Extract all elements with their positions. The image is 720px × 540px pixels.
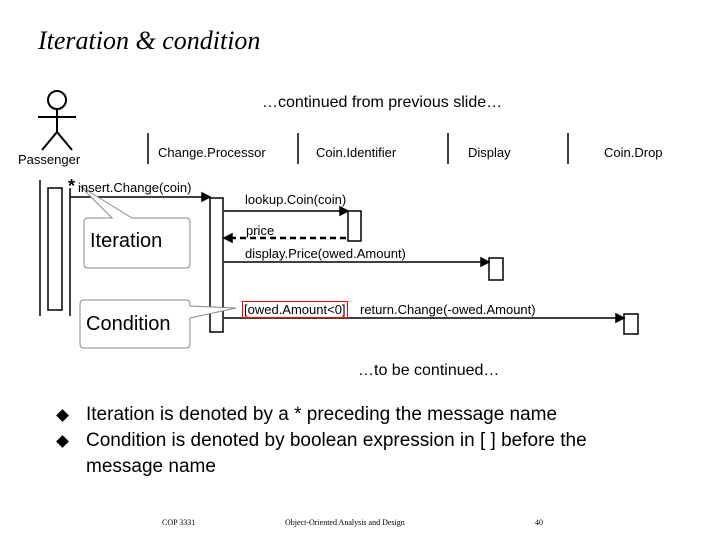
coin-identifier-label: Coin.Identifier: [316, 145, 397, 160]
coin-drop-activation-bar: [623, 313, 639, 335]
return-change-arrowhead-icon: [615, 312, 626, 324]
passenger-actor-label: Passenger: [18, 152, 81, 167]
bullet-list: Iteration is denoted by a * preceding th…: [56, 402, 658, 480]
iteration-star-marker: *: [68, 176, 76, 196]
diamond-bullet-icon: [56, 409, 69, 422]
bullet-text: Iteration is denoted by a * preceding th…: [86, 404, 558, 425]
condition-guard: [owed.Amount<0]: [242, 301, 348, 318]
insert-change-message: insert.Change(coin): [78, 180, 192, 195]
passenger-activation-bar: [47, 187, 63, 311]
passenger-stick-figure-icon: [38, 90, 76, 151]
footer-page-number: 40: [535, 518, 543, 527]
footer-course: COP 3331: [162, 518, 196, 527]
display-label: Display: [468, 145, 511, 160]
diamond-bullet-icon: [56, 435, 69, 448]
insert-change-arrowhead-icon: [201, 191, 212, 203]
condition-callout-label: Condition: [86, 313, 171, 335]
iteration-callout-label: Iteration: [90, 230, 163, 252]
price-return-arrowhead-icon: [222, 232, 233, 244]
display-activation-bar: [488, 257, 504, 281]
condition-callout-shape: [79, 299, 237, 349]
coin-drop-label: Coin.Drop: [604, 145, 663, 160]
bullet-text: Condition is denoted by boolean expressi…: [86, 430, 587, 477]
footer-subject: Object-Oriented Analysis and Design: [285, 518, 405, 527]
slide-title: Iteration & condition: [38, 26, 261, 55]
display-price-message: display.Price(owed.Amount): [245, 246, 406, 261]
display-price-arrowhead-icon: [480, 256, 491, 268]
iteration-callout-shape: [79, 185, 191, 269]
lookup-coin-message: lookup.Coin(coin): [245, 192, 347, 207]
change-processor-activation-bar: [209, 197, 224, 333]
return-change-message: return.Change(-owed.Amount): [360, 302, 536, 317]
price-return-message: price: [246, 223, 275, 238]
change-processor-label: Change.Processor: [158, 145, 266, 160]
continued-from-note: …continued from previous slide…: [262, 94, 503, 111]
lookup-coin-arrowhead-icon: [339, 205, 350, 217]
bullet-item-condition: Condition is denoted by boolean expressi…: [56, 428, 658, 480]
to-be-continued-note: …to be continued…: [358, 362, 500, 379]
bullet-item-iteration: Iteration is denoted by a * preceding th…: [56, 402, 658, 428]
coin-identifier-activation-bar: [347, 210, 362, 242]
